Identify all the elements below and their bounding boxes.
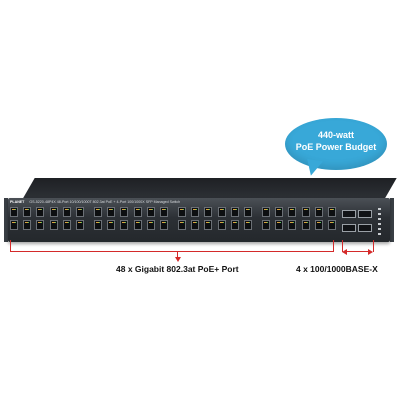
poe-bracket-right [333,240,334,252]
rj45-port [275,220,284,230]
status-led [378,228,381,230]
status-led [378,208,381,210]
status-led [378,223,381,225]
rj45-port [120,220,129,230]
rj45-port [191,220,200,230]
rj45-port [23,220,32,230]
rj45-port [10,207,18,217]
sfp-port-block [342,206,374,238]
rj45-port [23,207,32,217]
left-rack-ear [4,198,8,242]
power-budget-label: PoE Power Budget [295,142,377,152]
rj45-port [160,220,168,230]
rj45-port [314,220,323,230]
sfp-port [358,224,372,232]
poe-arrow-stem [177,252,178,258]
rj45-port [62,207,71,217]
rj45-port [301,207,310,217]
sfp-arrow-right [368,248,373,255]
sfp-arrow-left [342,248,347,255]
bubble-tail [304,158,324,178]
rj45-port-block [10,207,346,236]
rj45-port [107,207,116,217]
sfp-port [342,224,356,232]
poe-ports-label: 48 x Gigabit 802.3at PoE+ Port [116,264,239,274]
rj45-port [49,207,58,217]
rj45-port [36,220,45,230]
rj45-port [314,207,323,217]
rj45-port [262,220,270,230]
poe-arrow-head [174,257,181,262]
rj45-port [133,207,142,217]
power-budget-bubble: 440-watt PoE Power Budget [285,118,387,170]
rj45-port [288,207,297,217]
sfp-port [358,210,372,218]
rj45-port [204,207,213,217]
right-rack-ear [390,198,394,242]
power-budget-value: 440-watt [317,130,354,140]
rj45-port [107,220,116,230]
sfp-bracket-bottom [347,251,368,252]
status-led [378,233,381,235]
rj45-port [49,220,58,230]
rj45-port [133,220,142,230]
rj45-port [120,207,129,217]
rj45-port [178,207,186,217]
sfp-bracket-right [373,240,374,252]
rj45-port [76,220,84,230]
rj45-port [244,207,252,217]
rj45-port [76,207,84,217]
rj45-port [217,220,226,230]
rj45-port [204,220,213,230]
model-description: 48-Port 10/100/1000T 802.3at PoE + 4-Por… [56,200,181,204]
rj45-port [178,220,186,230]
switch-front-label: PLANET GS-5220-48P4X 48-Port 10/100/1000… [10,199,310,206]
rj45-port [262,207,270,217]
rj45-port [94,207,102,217]
rj45-port [10,220,18,230]
rj45-port [217,207,226,217]
rj45-port [146,207,155,217]
sfp-ports-label: 4 x 100/1000BASE-X [296,264,378,274]
rj45-port [146,220,155,230]
rj45-port [244,220,252,230]
poe-bracket-bottom [10,251,334,252]
rj45-port [62,220,71,230]
rj45-port [328,207,336,217]
brand-logo: PLANET [10,200,25,204]
rj45-port [275,207,284,217]
rj45-port [328,220,336,230]
switch-top-face [22,178,397,200]
model-name: GS-5220-48P4X [29,200,56,204]
status-led [378,213,381,215]
rj45-port [288,220,297,230]
sfp-bracket-left [342,240,343,252]
rj45-port [301,220,310,230]
status-led-panel [376,204,388,238]
poe-bracket-left [10,240,11,252]
rj45-port [160,207,168,217]
status-led [378,218,381,220]
rj45-port [230,207,239,217]
rj45-port [36,207,45,217]
rj45-port [94,220,102,230]
rj45-port [191,207,200,217]
rj45-port [230,220,239,230]
sfp-port [342,210,356,218]
